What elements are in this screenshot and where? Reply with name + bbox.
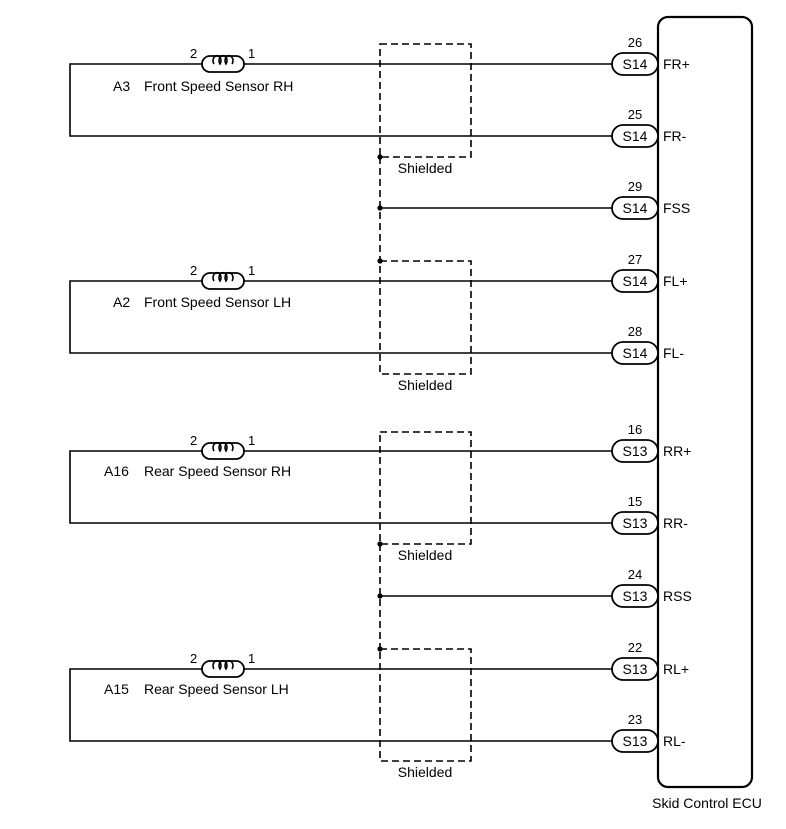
shield-box bbox=[379, 43, 472, 158]
shield-label: Shielded bbox=[398, 547, 453, 563]
connector-label: S13 bbox=[623, 733, 648, 749]
shield-label: Shielded bbox=[398, 160, 453, 176]
pin-number: 24 bbox=[628, 567, 642, 582]
pin-number: 22 bbox=[628, 640, 642, 655]
sensor-loop-front-rh: 2 1 A3 Front Speed Sensor RH bbox=[69, 46, 612, 137]
sensor-pin-right: 1 bbox=[248, 46, 255, 61]
sensor-pin-left: 2 bbox=[190, 433, 197, 448]
connector-label: S13 bbox=[623, 443, 648, 459]
sensor-name: Front Speed Sensor RH bbox=[144, 78, 293, 94]
sensor-coil-icon bbox=[201, 660, 245, 678]
shield-label: Shielded bbox=[398, 377, 453, 393]
sensor-name: Rear Speed Sensor LH bbox=[144, 681, 289, 697]
pin-number: 23 bbox=[628, 712, 642, 727]
junction-dot bbox=[377, 258, 383, 264]
coil-winding bbox=[212, 54, 234, 66]
junction-dot bbox=[377, 154, 383, 160]
sensor-coil-icon bbox=[201, 55, 245, 73]
sensor-pin-left: 2 bbox=[190, 46, 197, 61]
shield-box bbox=[379, 260, 472, 375]
pin-number: 16 bbox=[628, 422, 642, 437]
connector-label: S14 bbox=[623, 200, 648, 216]
pin-number: 26 bbox=[628, 35, 642, 50]
terminal-rr-plus: S13 16 RR+ bbox=[611, 422, 691, 463]
sensor-pin-right: 1 bbox=[248, 651, 255, 666]
sensor-name: Front Speed Sensor LH bbox=[144, 294, 291, 310]
sensor-name: Rear Speed Sensor RH bbox=[144, 463, 291, 479]
pin-number: 27 bbox=[628, 252, 642, 267]
terminal-fr-plus: S14 26 FR+ bbox=[611, 35, 690, 76]
shield-box bbox=[379, 431, 472, 545]
coil-winding bbox=[212, 659, 234, 671]
terminal-fr-minus: S14 25 FR- bbox=[611, 107, 687, 148]
sensor-pin-left: 2 bbox=[190, 263, 197, 278]
pin-number: 29 bbox=[628, 179, 642, 194]
signal-name: RR- bbox=[663, 515, 688, 531]
terminal-rss: S13 24 RSS bbox=[611, 567, 692, 608]
terminal-fss: S14 29 FSS bbox=[611, 179, 690, 220]
signal-name: FSS bbox=[663, 200, 690, 216]
terminal-rl-minus: S13 23 RL- bbox=[611, 712, 686, 753]
sensor-loop-front-lh: 2 1 A2 Front Speed Sensor LH bbox=[69, 263, 612, 354]
sensor-coil-icon bbox=[201, 272, 245, 290]
sensor-pin-right: 1 bbox=[248, 433, 255, 448]
signal-name: RL- bbox=[663, 733, 686, 749]
connector-label: S13 bbox=[623, 661, 648, 677]
sensor-code: A3 bbox=[113, 78, 130, 94]
pin-number: 25 bbox=[628, 107, 642, 122]
terminal-fl-minus: S14 28 FL- bbox=[611, 324, 684, 365]
signal-name: RSS bbox=[663, 588, 692, 604]
connector-label: S14 bbox=[623, 273, 648, 289]
connector-label: S13 bbox=[623, 515, 648, 531]
coil-winding bbox=[212, 441, 234, 453]
sensor-loop-rear-lh: 2 1 A15 Rear Speed Sensor LH bbox=[69, 651, 612, 742]
signal-name: FR+ bbox=[663, 56, 690, 72]
ecu-box bbox=[656, 15, 754, 789]
pin-number: 28 bbox=[628, 324, 642, 339]
signal-name: RL+ bbox=[663, 661, 689, 677]
sensor-code: A16 bbox=[104, 463, 129, 479]
connector-label: S13 bbox=[623, 588, 648, 604]
coil-winding bbox=[212, 271, 234, 283]
junction-dot bbox=[377, 541, 383, 547]
sensor-code: A15 bbox=[104, 681, 129, 697]
junction-dot bbox=[377, 646, 383, 652]
connector-label: S14 bbox=[623, 128, 648, 144]
sensor-loop-rear-rh: 2 1 A16 Rear Speed Sensor RH bbox=[69, 433, 612, 524]
shield-label: Shielded bbox=[398, 764, 453, 780]
signal-name: FL- bbox=[663, 345, 684, 361]
pin-number: 15 bbox=[628, 494, 642, 509]
terminal-rr-minus: S13 15 RR- bbox=[611, 494, 688, 535]
shield-box bbox=[379, 648, 472, 762]
connector-label: S14 bbox=[623, 345, 648, 361]
ecu-label: Skid Control ECU bbox=[652, 795, 762, 811]
junction-dot bbox=[377, 593, 383, 599]
sensor-pin-left: 2 bbox=[190, 651, 197, 666]
signal-name: FR- bbox=[663, 128, 687, 144]
sensor-code: A2 bbox=[113, 294, 130, 310]
sensor-coil-icon bbox=[201, 442, 245, 460]
signal-name: FL+ bbox=[663, 273, 688, 289]
sensor-pin-right: 1 bbox=[248, 263, 255, 278]
signal-name: RR+ bbox=[663, 443, 691, 459]
terminal-fl-plus: S14 27 FL+ bbox=[611, 252, 688, 293]
terminal-rl-plus: S13 22 RL+ bbox=[611, 640, 689, 681]
junction-dot bbox=[377, 205, 383, 211]
connector-label: S14 bbox=[623, 56, 648, 72]
